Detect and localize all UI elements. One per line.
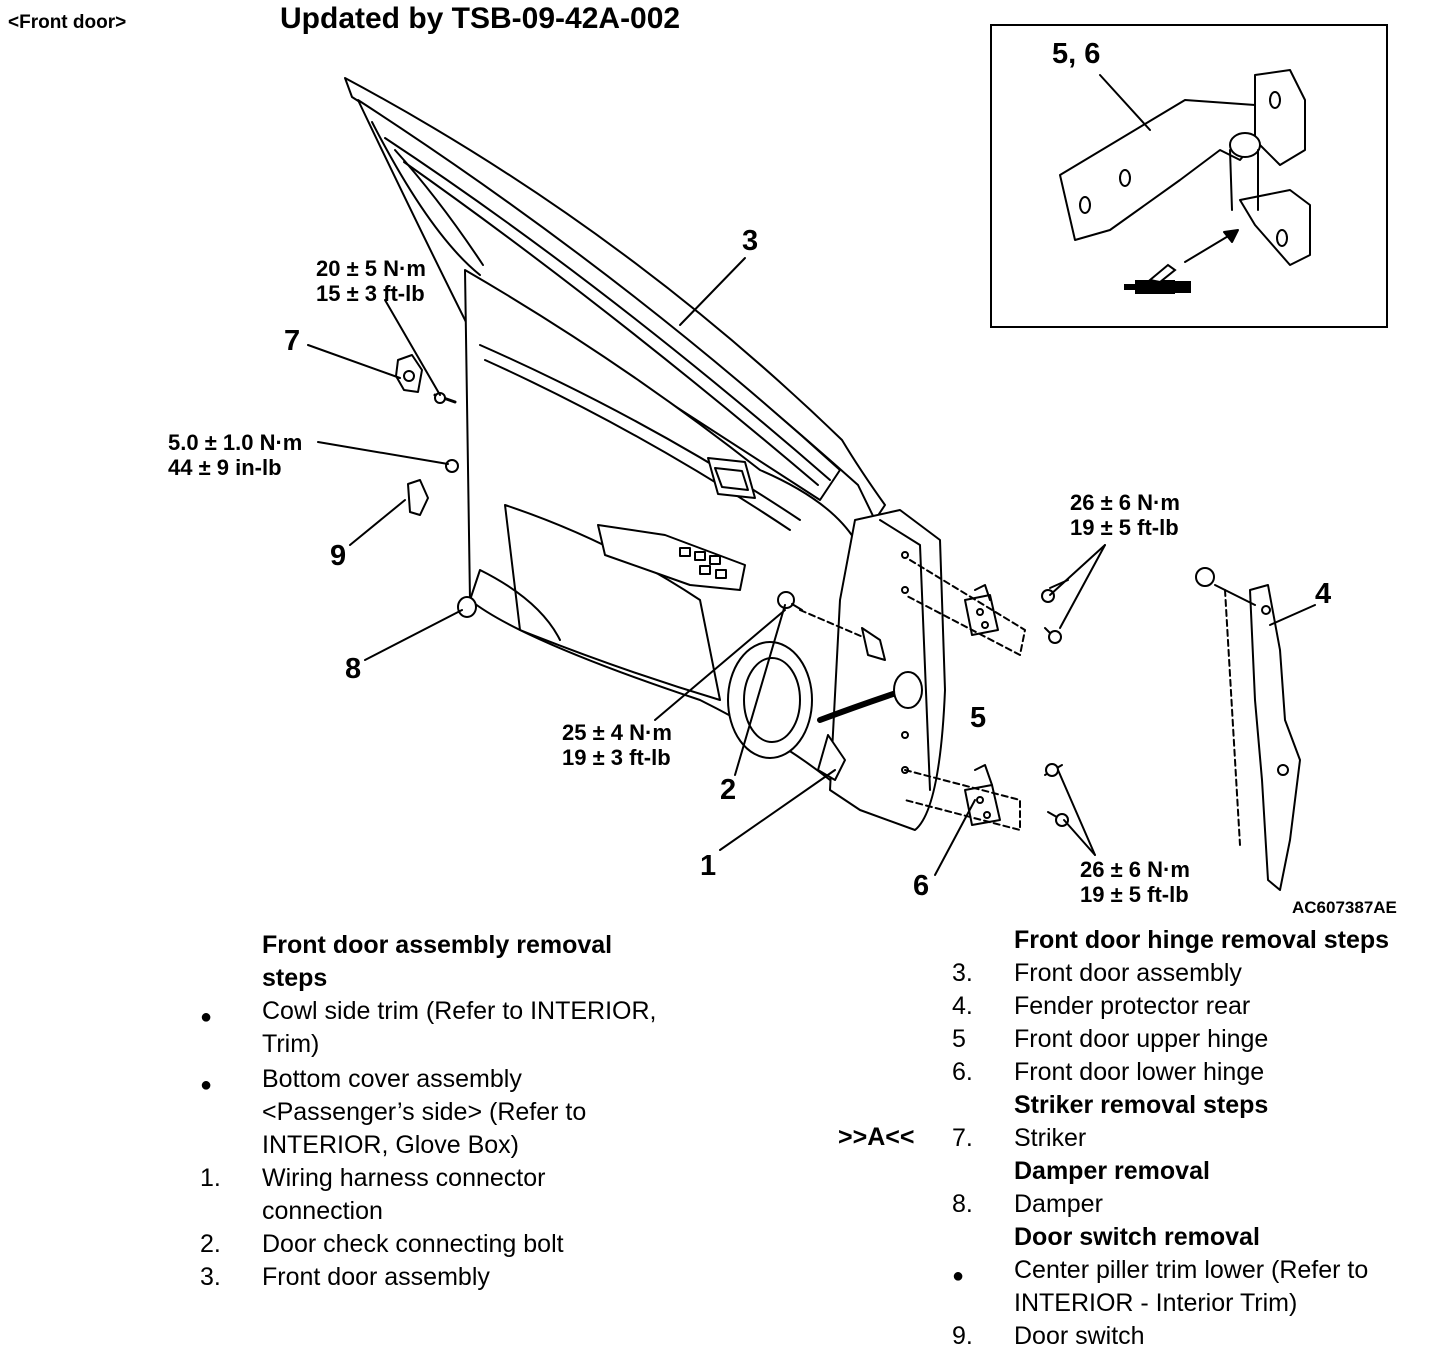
item-text: Front door assembly [1014,959,1242,987]
item-text: <Passenger’s side> (Refer to [262,1098,587,1126]
item-text: Wiring harness connector [262,1164,546,1192]
striker-heading: Striker removal steps [1014,1091,1269,1119]
list-item: 6. Front door lower hinge [952,1056,1452,1089]
torque-door-check: 25 ± 4 N·m 19 ± 3 ft-lb [562,720,672,770]
list-item: 2. Door check connecting bolt [200,1228,760,1261]
fender-protector-rear [1195,567,1301,891]
item-marker: 3. [952,959,973,987]
callout-7: 7 [284,325,301,357]
item-marker: 5 [952,1025,966,1053]
item-marker: 7. [952,1124,973,1152]
list-item: 9. Door switch [952,1320,1452,1353]
heading-line1: Front door assembly removal [262,931,613,959]
item-marker: 2. [200,1230,221,1258]
torque-lower-hinge: 26 ± 6 N·m 19 ± 5 ft-lb [1080,857,1190,907]
item-text: Front door assembly [262,1263,490,1291]
update-note: Updated by TSB-09-42A-002 [280,2,681,35]
item-text: Door switch [1014,1322,1145,1350]
callout-3: 3 [742,225,759,257]
item-text: Damper [1014,1190,1103,1218]
item-marker: ● [952,1265,965,1287]
callout-2: 2 [720,774,737,806]
callout-5: 5 [970,702,987,734]
callout-4: 4 [1315,578,1332,610]
upper-hinge [904,559,1069,656]
list-item: ● Center piller trim lower (Refer to INT… [952,1254,1452,1320]
callout-8: 8 [345,653,362,685]
door-exploded-diagram [307,24,1388,891]
inset-hinge-drawing [1059,69,1311,266]
item-text: Front door lower hinge [1014,1058,1265,1086]
list-item: 3. Front door assembly [952,957,1452,990]
list-item: 1. Wiring harness connector connection [200,1162,760,1228]
item-marker: 3. [200,1263,221,1291]
item-text: Trim) [262,1030,320,1058]
item-text: Front door upper hinge [1014,1025,1269,1053]
item-text: Striker [1014,1124,1087,1152]
item-text: Center piller trim lower (Refer to [1014,1256,1369,1284]
striker [395,354,457,404]
list-item: 7. Striker [952,1122,1452,1155]
lower-hinge [904,763,1069,831]
door-switch [407,459,459,516]
torque-door-switch: 5.0 ± 1.0 N·m 44 ± 9 in-lb [168,430,303,480]
item-marker: 4. [952,992,973,1020]
callout-inset: 5, 6 [1052,38,1101,70]
switch-heading: Door switch removal [1014,1223,1260,1251]
item-text: INTERIOR, Glove Box) [262,1131,519,1159]
item-text: connection [262,1197,383,1225]
list-item: ● Bottom cover assembly <Passenger’s sid… [200,1063,760,1162]
inset-frame [990,24,1388,328]
callout-1: 1 [700,850,717,882]
item-text: Bottom cover assembly [262,1065,522,1093]
list-item: 3. Front door assembly [200,1261,760,1294]
heading-line2: steps [262,964,328,992]
list-item: ● Cowl side trim (Refer to INTERIOR, Tri… [200,995,760,1061]
grease-gun-icon [1124,263,1191,294]
item-marker: 6. [952,1058,973,1086]
callout-9: 9 [330,540,347,572]
item-text: Cowl side trim (Refer to INTERIOR, [262,997,657,1025]
figure-code: AC607387AE [1292,898,1397,917]
right-steps-list: Front door hinge removal steps 3. Front … [952,924,1452,1353]
item-marker: ● [200,1006,213,1028]
item-text: INTERIOR - Interior Trim) [1014,1289,1298,1317]
section-tag: <Front door> [8,12,127,33]
torque-upper-hinge: 26 ± 6 N·m 19 ± 5 ft-lb [1070,490,1180,540]
item-text: Fender protector rear [1014,992,1251,1020]
torque-striker: 20 ± 5 N·m 15 ± 3 ft-lb [316,256,426,306]
callout-6: 6 [913,870,930,902]
item-marker: 8. [952,1190,973,1218]
list-item: 4. Fender protector rear [952,990,1452,1023]
striker-reference: >>A<< [838,1123,915,1151]
door-check-bolt [777,591,803,611]
damper [457,596,477,618]
hinge-heading: Front door hinge removal steps [1014,926,1390,954]
damper-heading: Damper removal [1014,1157,1210,1185]
left-steps-list: Front door assembly removal steps ● Cowl… [200,929,760,1294]
item-marker: 9. [952,1322,973,1350]
item-text: Door check connecting bolt [262,1230,564,1258]
item-marker: 1. [200,1164,221,1192]
left-steps-heading: Front door assembly removal steps [200,929,760,995]
list-item: 5 Front door upper hinge [952,1023,1452,1056]
front-door-assembly [344,77,946,831]
list-item: 8. Damper [952,1188,1452,1221]
item-marker: ● [200,1074,213,1096]
